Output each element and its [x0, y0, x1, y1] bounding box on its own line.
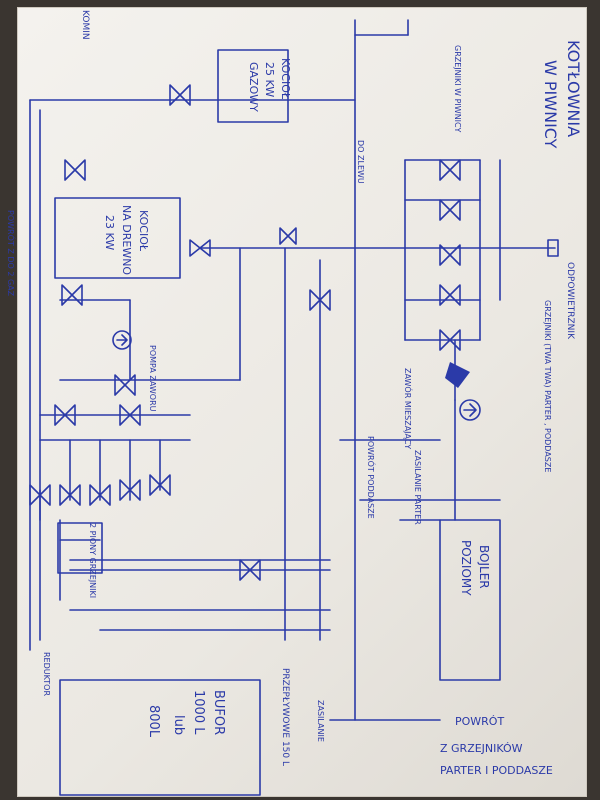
- buffer-l1: BUFOR: [211, 690, 226, 735]
- small-box: [57, 522, 103, 574]
- title-line2: W PIWNICY: [541, 60, 560, 149]
- labels: KOTŁOWNIA W PIWNICY KOCIOŁ 25 KW GAZOWY …: [6, 10, 583, 777]
- label-air-vent: ODPOWIETRZNIK: [565, 262, 575, 340]
- buffer-box: [59, 679, 261, 796]
- pump-left: [112, 330, 132, 350]
- mixing-valve: [445, 362, 470, 388]
- label-radiators-top: GRZEJNIKI W PIWNICY: [453, 45, 462, 132]
- wood-boiler-l3: 23 KW: [103, 215, 116, 250]
- buffer-l2: 1000 L: [191, 690, 206, 735]
- gas-boiler-l1: KOCIOŁ: [279, 58, 292, 100]
- label-supply-ground: ZASILANIE PARTER: [413, 450, 422, 525]
- gas-boiler-l2: 25 KW: [263, 62, 276, 97]
- gas-boiler-l3: GAZOWY: [247, 62, 260, 112]
- label-return-bottom-2: Z GRZEJNIKÓW: [440, 742, 523, 755]
- boiler-l2: POZIOMY: [459, 540, 473, 596]
- wood-boiler-l1: KOCIOŁ: [137, 210, 150, 252]
- label-radiators-right: GRZEJNIKI (TWA TWA) PARTER , PODDASZE: [543, 300, 552, 472]
- label-reduktor: REDUKTOR: [42, 652, 51, 696]
- buffer-l3: lub: [171, 715, 186, 735]
- air-vent: [547, 239, 559, 257]
- label-chimney: KOMIN: [80, 10, 90, 40]
- wood-boiler-box: [54, 197, 181, 279]
- label-expansion: ZAWÓR MIESZAJĄCY: [403, 368, 414, 449]
- wood-boiler-l2: NA DREWNO: [120, 205, 133, 275]
- label-heaters-2: 2 PIONY GRZEJNIKI: [88, 523, 97, 598]
- label-pump: POMPA ZAWORU: [148, 345, 157, 412]
- label-return-left: POWRÓT Z DO 2 GAZ: [6, 210, 17, 297]
- buffer-l4: 800L: [146, 705, 161, 738]
- title-line1: KOTŁOWNIA: [564, 40, 583, 137]
- gas-boiler-box: [217, 49, 289, 123]
- boiler-l1: BOJLER: [477, 545, 491, 589]
- paper-sheet: [18, 8, 586, 796]
- label-sink: DO ZLEWU: [356, 140, 365, 184]
- label-return-bottom-1: POWRÓT: [455, 715, 504, 728]
- valves: [29, 84, 461, 581]
- pump-right: [459, 399, 481, 421]
- label-power-bottom: ZASILANIE: [316, 700, 325, 742]
- pipes: [29, 19, 556, 721]
- label-return-bottom-3: PARTER I PODDASZE: [440, 764, 553, 777]
- label-vessel: PRZEPŁYWOWE 150 L: [280, 668, 290, 766]
- label-return-pipe: POWRÓT PODDASZE: [366, 436, 377, 519]
